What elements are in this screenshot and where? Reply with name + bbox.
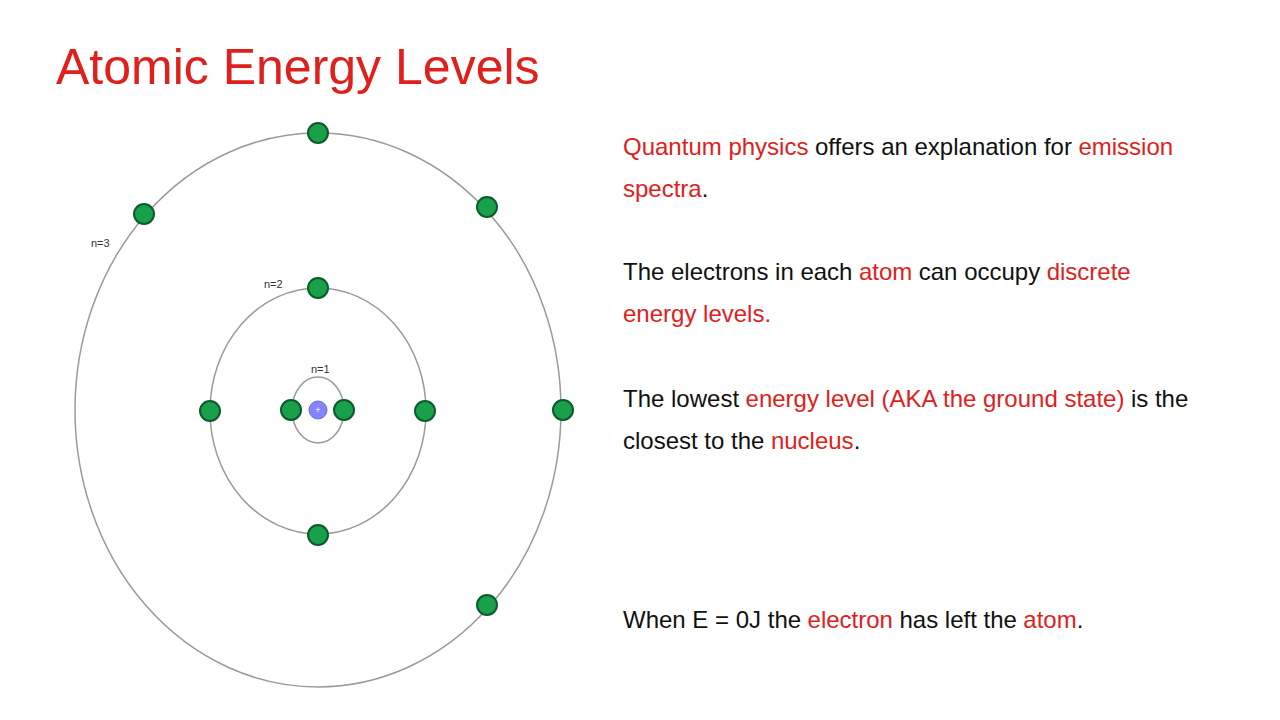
body-text: . (854, 427, 861, 454)
electron (308, 278, 328, 298)
electron (308, 123, 328, 143)
body-text: . (1077, 606, 1084, 633)
text-paragraph: The lowest energy level (AKA the ground s… (623, 378, 1203, 462)
body-text: can occupy (919, 258, 1040, 285)
highlighted-term: atom (859, 258, 912, 285)
text-paragraph: Quantum physics offers an explanation for… (623, 126, 1203, 210)
body-text: . (702, 175, 709, 202)
electron (477, 197, 497, 217)
body-text: When E = 0J the (623, 606, 801, 633)
highlighted-term: atom (1023, 606, 1076, 633)
electron (200, 401, 220, 421)
electron (134, 204, 154, 224)
orbit-label: n=3 (91, 238, 110, 249)
body-text: The lowest (623, 385, 739, 412)
electron (415, 401, 435, 421)
electron (477, 595, 497, 615)
highlighted-term: nucleus (771, 427, 854, 454)
electron (281, 400, 301, 420)
orbit-label: n=1 (311, 364, 330, 375)
orbit-n2 (210, 288, 426, 534)
orbit-label: n=2 (264, 279, 283, 290)
body-text: offers an explanation for (815, 133, 1072, 160)
nucleus-charge: + (315, 406, 320, 415)
nucleus (309, 401, 327, 419)
text-paragraph: When E = 0J the electronhas left the atom. (623, 599, 1203, 641)
electrons (134, 123, 573, 615)
body-text: has left the (899, 606, 1016, 633)
slide-title: Atomic Energy Levels (56, 38, 540, 96)
electron (308, 525, 328, 545)
orbit-n3 (75, 133, 561, 687)
highlighted-term: energy level (AKA the ground state) (746, 385, 1125, 412)
highlighted-term: Quantum physics (623, 133, 808, 160)
highlighted-term: electron (808, 606, 893, 633)
body-text: The electrons in each (623, 258, 852, 285)
electron (553, 400, 573, 420)
text-paragraph: The electrons in eachatomcan occupydiscr… (623, 251, 1203, 335)
electron (334, 400, 354, 420)
